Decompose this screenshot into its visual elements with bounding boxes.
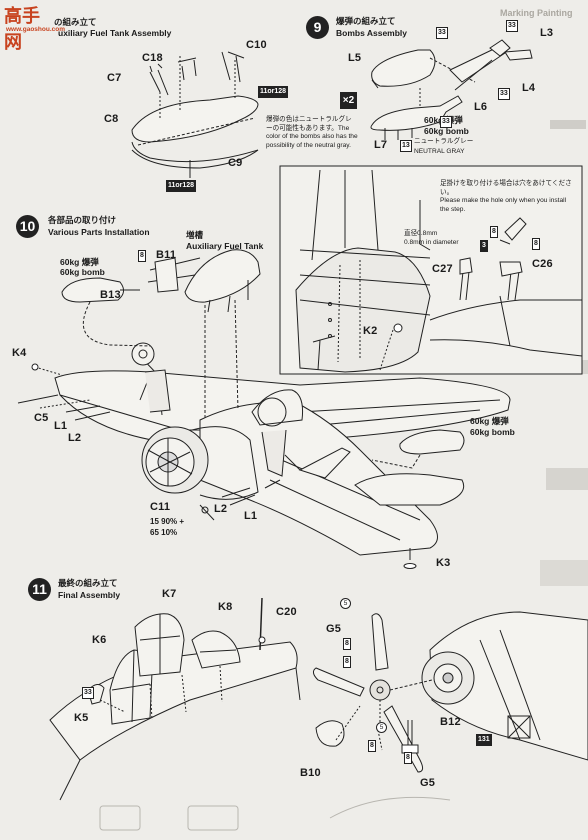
bomb-label-en: 60kg bomb [424, 126, 469, 136]
paint-mix-2: 65 10% [150, 528, 178, 537]
bomb-right-label-jp: 60kg 爆弾 [470, 416, 509, 426]
bomb-right-label-en: 60kg bomb [470, 427, 515, 437]
code-8-b: 8 [343, 656, 351, 668]
section9-title-en: Bombs Assembly [336, 28, 408, 38]
code-5-top: 5 [340, 598, 351, 609]
part-label-c18: C18 [142, 52, 163, 64]
inset-diameter-en: 0.8mm in diameter [404, 239, 459, 246]
propeller-assembly [312, 611, 588, 773]
bomb-assembly [370, 39, 533, 140]
part-label-k4: K4 [12, 347, 27, 359]
part-label-b10: B10 [300, 767, 321, 779]
part-label-b11: B11 [156, 249, 177, 261]
part-label-c7: C7 [107, 72, 122, 84]
fuel-tank-label-jp: 増槽 [186, 230, 204, 240]
bomb-left-label-en: 60kg bomb [60, 267, 105, 277]
canopy-assembly [49, 597, 301, 801]
inset-note-jp: 足掛けを取り付ける場合は穴をあけてください。 [440, 180, 572, 196]
part-label-c27: C27 [432, 263, 453, 275]
code-5-bottom: 5 [376, 722, 387, 733]
part-label-k3: K3 [436, 557, 451, 569]
part-label-k8: K8 [218, 601, 233, 613]
color-code-33-d: 33 [440, 116, 452, 128]
multiplier-x2: ×2 [340, 92, 357, 109]
part-label-l3: L3 [540, 27, 554, 39]
part-label-l2-left: L2 [68, 432, 82, 444]
fuel-tank-label-en: Auxiliary Fuel Tank [186, 241, 264, 251]
part-label-k2: K2 [363, 325, 378, 337]
watermark-url: www.gaoshou.com [6, 26, 65, 33]
part-label-c5: C5 [34, 412, 49, 424]
color-code-13: 13 [400, 140, 412, 152]
inset-note-en: Please make the hole only when you insta… [440, 197, 567, 213]
color-code-33-c: 33 [498, 88, 510, 100]
color-code-33-b: 33 [506, 20, 518, 32]
section10-title-jp: 各部品の取り付け [48, 215, 117, 225]
paint-mix-1: 15 90% + [150, 517, 185, 526]
section8-title-jp: の組み立て [54, 17, 97, 27]
color-code-33-a: 33 [436, 27, 448, 39]
paint-code-11or128-b: 11or128 [166, 180, 197, 192]
inset-diameter-jp: 直径0.8mm [404, 230, 438, 237]
part-label-l1-right: L1 [244, 510, 258, 522]
part-label-b12: B12 [440, 716, 461, 728]
section11-title-jp: 最終の組み立て [58, 578, 118, 588]
part-label-g5-top: G5 [326, 623, 342, 635]
part-label-l4: L4 [522, 82, 536, 94]
part-label-c26: C26 [532, 258, 553, 270]
side-heading: Marking Painting [500, 8, 573, 18]
step-inset [279, 165, 583, 375]
section8-title-en: uxiliary Fuel Tank Assembly [58, 28, 172, 38]
neutral-gray-en: NEUTRAL GRAY [414, 148, 465, 155]
part-label-k7: K7 [162, 588, 177, 600]
inset-code-3: 3 [480, 240, 488, 252]
code-8-d: 8 [404, 752, 412, 764]
part-label-g5-bottom: G5 [420, 777, 436, 789]
code-8-b11: 8 [138, 250, 146, 262]
part-label-l2-right: L2 [214, 503, 228, 515]
watermark-text: 高手网 [4, 6, 40, 53]
bomb-color-note: 爆弾の色はニュートラルグレーの可能性もあります。The color of the… [266, 116, 358, 149]
code-33-k5: 33 [82, 687, 94, 699]
code-8-a: 8 [343, 638, 351, 650]
part-label-c20: C20 [276, 606, 297, 618]
part-label-c11: C11 [150, 501, 171, 513]
part-label-k5: K5 [74, 712, 89, 724]
section10-title-en: Various Parts Installation [48, 227, 150, 237]
part-label-l6: L6 [474, 101, 488, 113]
step-11-badge: 11 [28, 578, 51, 601]
code-8-c: 8 [368, 740, 376, 752]
section11-title-en: Final Assembly [58, 590, 121, 600]
section9-title-jp: 爆弾の組み立て [336, 16, 396, 26]
part-label-c8: C8 [104, 113, 119, 125]
inset-code-8-a: 8 [490, 226, 498, 238]
step-9-badge: 9 [306, 16, 329, 39]
part-label-l5: L5 [348, 52, 362, 64]
part-label-l7: L7 [374, 139, 388, 151]
paint-code-11or128-a: 11or128 [258, 86, 289, 98]
part-label-b13: B13 [100, 289, 121, 301]
neutral-gray-jp: ニュートラルグレー [414, 138, 474, 145]
step-10-badge: 10 [16, 215, 39, 238]
part-label-c10: C10 [246, 39, 267, 51]
watermark-logo: 高手网 [4, 2, 44, 53]
part-label-l1-left: L1 [54, 420, 68, 432]
fuel-tank-assembly [131, 51, 259, 178]
code-131: 131 [476, 734, 492, 746]
bomb-left-label-jp: 60kg 爆弾 [60, 257, 99, 267]
part-label-c9: C9 [228, 157, 243, 169]
part-label-k6: K6 [92, 634, 107, 646]
inset-code-8-b: 8 [532, 238, 540, 250]
aircraft-main [17, 249, 511, 569]
